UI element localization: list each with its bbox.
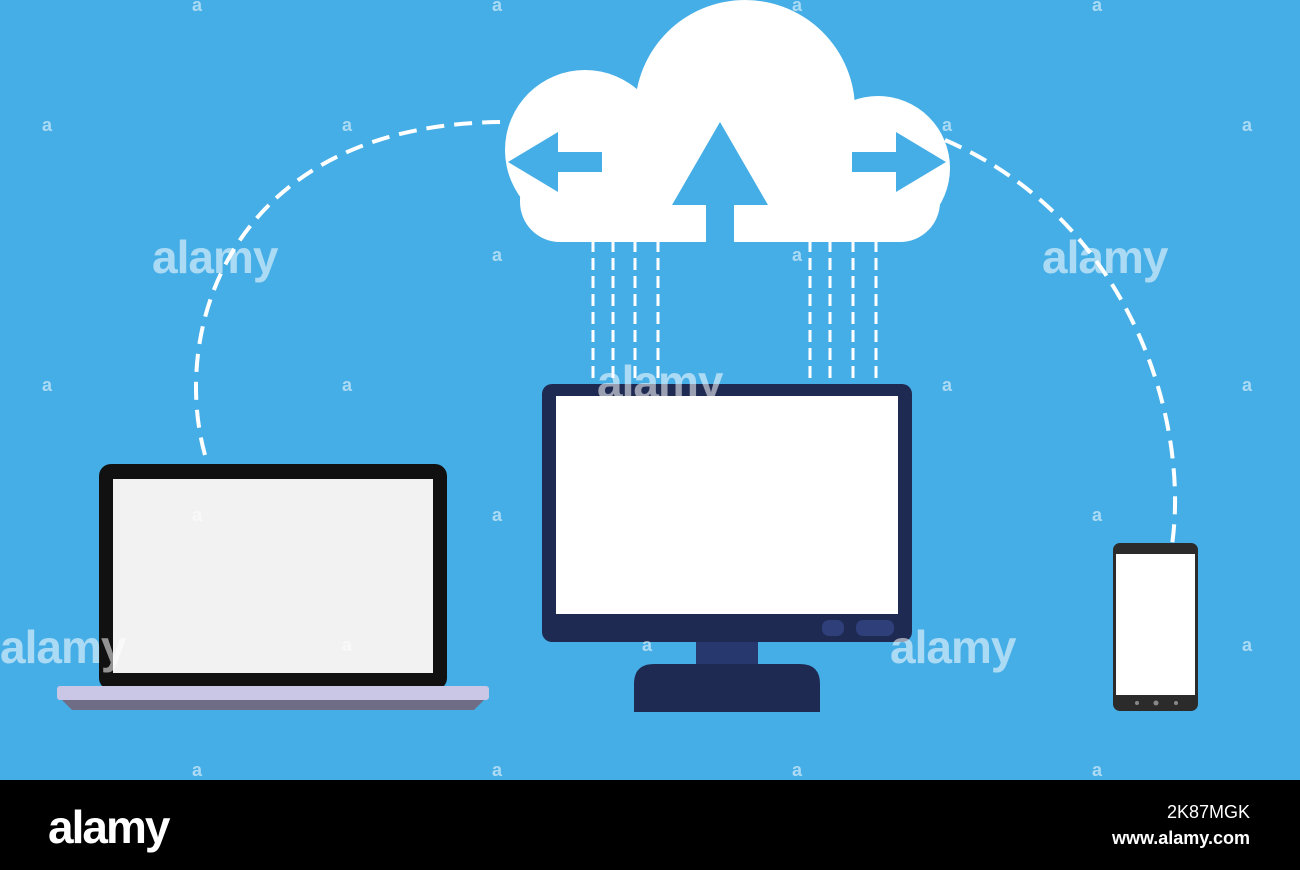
cloud-sync-illustration (57, 0, 1198, 712)
watermark-mark: a (1092, 0, 1102, 15)
watermark-mark: a (492, 245, 502, 265)
watermark-text: alamy (0, 621, 126, 673)
watermark-mark: a (342, 635, 352, 655)
footer-bar: alamy 2K87MGK www.alamy.com (0, 780, 1300, 870)
watermark-mark: a (342, 115, 352, 135)
image-id: 2K87MGK (1166, 802, 1250, 822)
monitor-icon (542, 384, 912, 712)
watermark-mark: a (792, 760, 802, 780)
alamy-logo: alamy (48, 801, 170, 853)
left-arrow-icon (508, 132, 602, 192)
watermark-mark: a (492, 505, 502, 525)
watermark-mark: a (192, 505, 202, 525)
watermark-mark: a (1092, 505, 1102, 525)
phone-connection-arc (944, 138, 1178, 546)
watermark-text: alamy (597, 356, 723, 408)
watermark-text: alamy (1042, 231, 1168, 283)
watermark-mark: a (942, 375, 952, 395)
site-url: www.alamy.com (1111, 828, 1250, 848)
watermark-mark: a (1092, 760, 1102, 780)
right-arrow-icon (852, 132, 946, 192)
watermark-text: alamy (152, 231, 278, 283)
laptop-icon (57, 464, 489, 710)
watermark-mark: a (792, 245, 802, 265)
watermark-mark: a (492, 760, 502, 780)
watermark-mark: a (1242, 375, 1252, 395)
watermark-text: alamy (890, 621, 1016, 673)
watermark-mark: a (492, 0, 502, 15)
data-stream-lines (591, 240, 878, 385)
watermark-mark: a (192, 760, 202, 780)
watermark-mark: a (342, 375, 352, 395)
laptop-connection-arc (194, 119, 511, 456)
watermark-mark: a (42, 115, 52, 135)
upload-arrow-icon (672, 122, 768, 243)
watermark-mark: a (1242, 115, 1252, 135)
watermark-mark: a (1242, 635, 1252, 655)
watermark-mark: a (942, 115, 952, 135)
watermark-mark: a (192, 0, 202, 15)
watermark-mark: a (42, 375, 52, 395)
watermark-mark: a (642, 635, 652, 655)
smartphone-icon (1113, 543, 1198, 711)
watermark-mark: a (792, 0, 802, 15)
